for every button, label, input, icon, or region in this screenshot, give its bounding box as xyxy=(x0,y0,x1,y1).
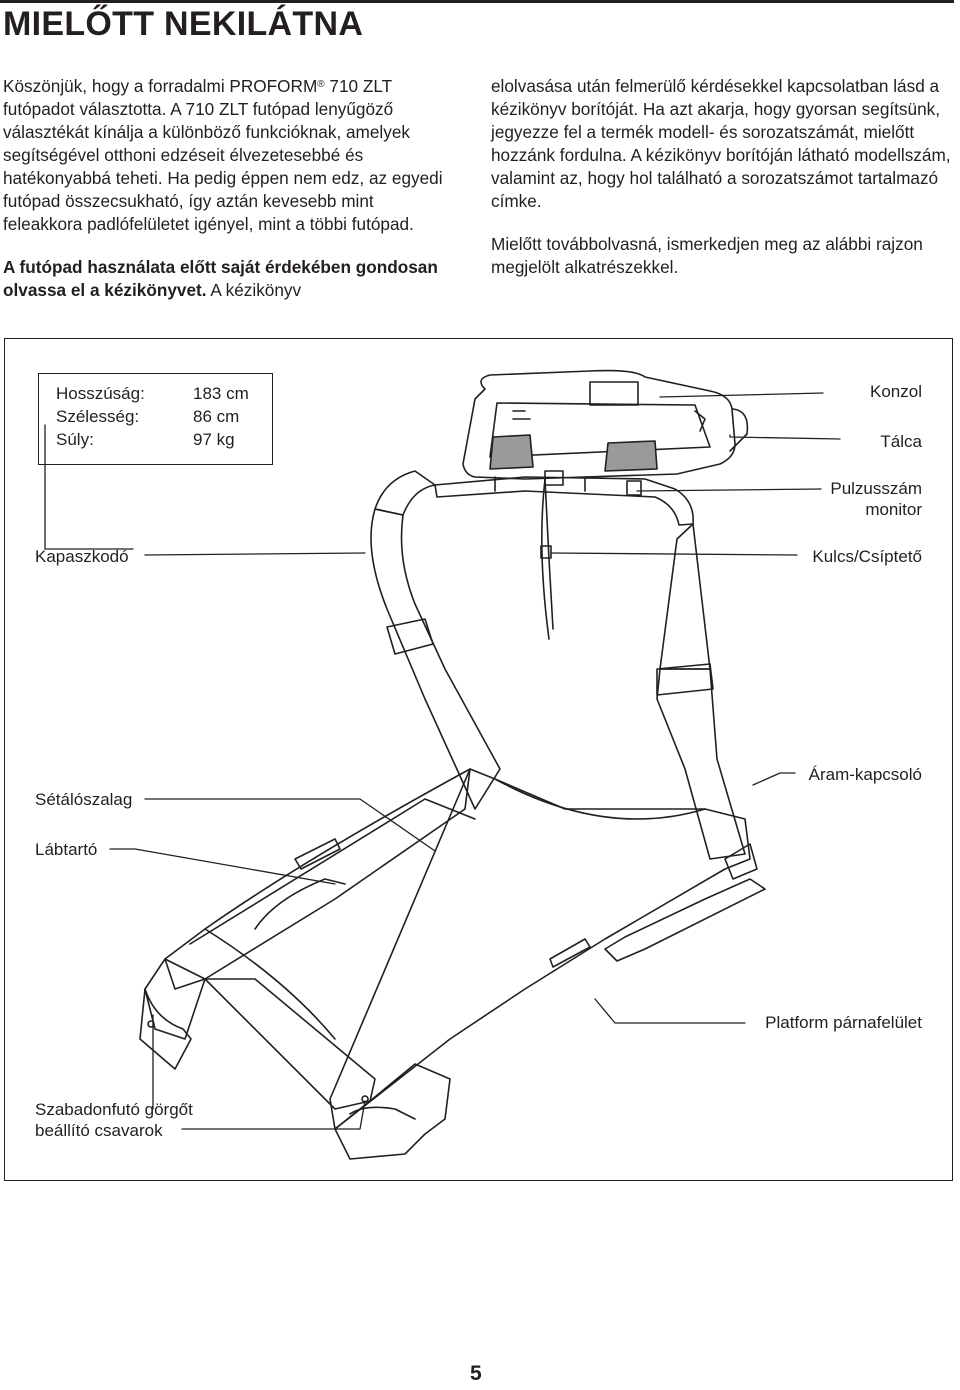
spec-label: Hosszúság: xyxy=(56,384,145,403)
spec-label: Szélesség: xyxy=(56,407,140,426)
spec-row: Szélesség: 86 cm xyxy=(56,406,239,429)
deck-drawing xyxy=(139,768,766,1160)
title-rule xyxy=(0,0,954,3)
intro-right-column: elolvasása után felmerülő kérdésekkel ka… xyxy=(491,75,956,299)
page-number: 5 xyxy=(470,1362,482,1385)
registered-mark: ® xyxy=(317,79,325,90)
read-manual-warning: A futópad használata előtt saját érdekéb… xyxy=(3,257,438,300)
intro-p1-rest: 710 ZLT futópadot választotta. A 710 ZLT… xyxy=(3,76,443,234)
spec-value: 86 cm xyxy=(193,407,240,426)
right-upright-drawing xyxy=(656,523,746,860)
callout-walking-belt: Sétálószalag xyxy=(35,790,133,809)
callout-roller-bolts: Szabadonfutó görgőt beállító csavarok xyxy=(35,1100,193,1140)
spec-label: Súly: xyxy=(56,430,94,449)
spec-row: Hosszúság: 183 cm xyxy=(56,383,249,406)
intro-p2-rest: A kézikönyv xyxy=(206,280,302,300)
leader-lines xyxy=(44,392,841,1130)
spec-value: 97 kg xyxy=(193,430,235,449)
console-drawing xyxy=(462,369,749,480)
treadmill-diagram: Hosszúság: 183 cm Szélesség: 86 cm Súly: 97 k… xyxy=(4,338,953,1181)
dimensions-box: Hosszúság: 183 cm Szélesség: 86 cm Súly: 97 k… xyxy=(38,373,273,465)
callout-key-clip: Kulcs/Csíptető xyxy=(812,547,922,566)
treadmill-drawing xyxy=(44,369,841,1160)
callout-foot-rail: Lábtartó xyxy=(35,840,98,859)
safety-key-cord-drawing xyxy=(540,478,554,640)
callout-tray: Tálca xyxy=(880,432,922,451)
left-upright-drawing xyxy=(370,508,501,810)
intro-paragraph-2: A futópad használata előtt saját érdekéb… xyxy=(3,256,451,302)
callout-handrail: Kapaszkodó xyxy=(35,547,129,566)
spec-value: 183 cm xyxy=(193,384,249,403)
intro-paragraph-1: Köszönjük, hogy a forradalmi PROFORM® 71… xyxy=(3,75,451,236)
callout-power-switch: Áram-kapcsoló xyxy=(808,765,922,784)
callout-pulse-monitor: Pulzusszám monitor xyxy=(830,479,922,519)
callout-platform-cushion: Platform párnafelület xyxy=(765,1013,922,1032)
spec-row: Súly: 97 kg xyxy=(56,429,235,452)
page-title: MIELŐTT NEKILÁTNA xyxy=(3,5,364,43)
intro-paragraph-3: elolvasása után felmerülő kérdésekkel ka… xyxy=(491,76,951,211)
intro-p1-start: Köszönjük, hogy a forradalmi PROFORM xyxy=(3,76,318,96)
intro-left-column: Köszönjük, hogy a forradalmi PROFORM® 71… xyxy=(3,75,451,322)
callout-console: Konzol xyxy=(870,382,922,401)
intro-paragraph-4: Mielőtt továbbolvasná, ismerkedjen meg a… xyxy=(491,234,923,277)
